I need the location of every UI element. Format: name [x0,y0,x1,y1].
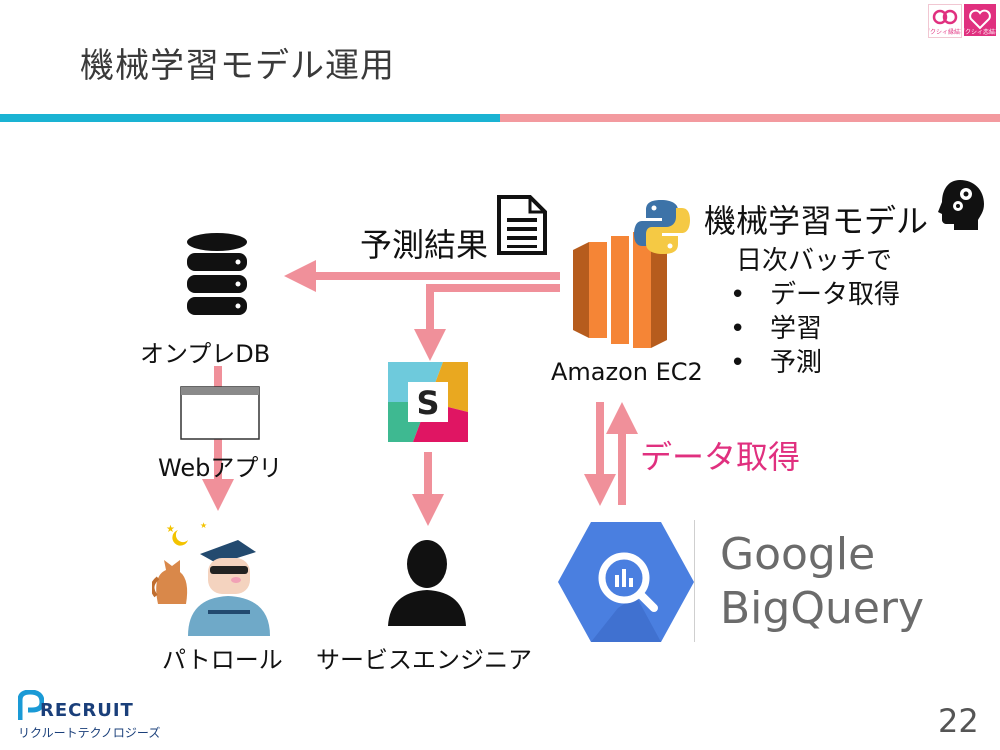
db-label: オンプレDB [140,340,271,368]
svg-text:ゼクシィ縁結び: ゼクシィ縁結び [929,28,961,36]
bigquery-divider [694,520,695,642]
step-item: •予測 [730,348,823,378]
slack-icon: S [388,362,468,446]
patrol-label: パトロール [162,646,283,674]
person-icon [388,534,466,630]
schedule-text: 日次バッチで [736,246,893,276]
step-item: •学習 [730,314,823,344]
step-item: •データ取得 [730,280,901,310]
page-number: 22 [938,702,979,740]
svg-text:★: ★ [200,521,207,530]
ec2-icon [573,232,669,352]
page-title: 機械学習モデル運用 [80,46,395,86]
fetch-label: データ取得 [640,438,801,476]
recruit-mark-icon [17,689,45,720]
model-description: 日次バッチで [736,244,892,278]
model-title: 機械学習モデル [704,202,929,240]
patrol-officer-icon: ★ ★ [150,516,274,640]
python-icon [634,198,690,260]
svg-text:S: S [416,384,439,422]
bigquery-wordmark: Google BigQuery [720,528,924,636]
model-steps-list: •データ取得 •学習 •予測 [730,278,900,380]
recruit-logo [17,689,45,726]
bigquery-line1: Google [720,529,876,580]
company-subname: リクルートテクノロジーズ [18,726,161,740]
bigquery-icon [556,520,696,648]
prediction-label: 予測結果 [360,226,489,264]
corner-logo-2: ゼクシィ恋結び [959,4,1000,36]
corner-logo-1: ゼクシィ縁結び [924,4,966,38]
heart-logo-icon: ゼクシィ縁結び [924,9,966,36]
company-name: RECRUIT [40,700,134,721]
header-bar-left [0,114,500,122]
header-bar-right [500,114,1000,122]
head-gears-icon [938,178,986,236]
ec2-label: Amazon EC2 [551,358,703,386]
heart-logo-icon: ゼクシィ恋結び [959,9,1000,36]
svg-text:ゼクシィ恋結び: ゼクシィ恋結び [964,28,996,36]
svg-text:★: ★ [166,524,175,535]
bigquery-line2: BigQuery [720,583,925,634]
engineer-label: サービスエンジニア [316,646,532,674]
arrow-ec2-to-slack [414,284,560,361]
browser-window-icon [180,386,260,444]
webapp-label: Webアプリ [158,454,283,482]
database-icon [186,233,248,321]
document-icon [496,194,548,260]
